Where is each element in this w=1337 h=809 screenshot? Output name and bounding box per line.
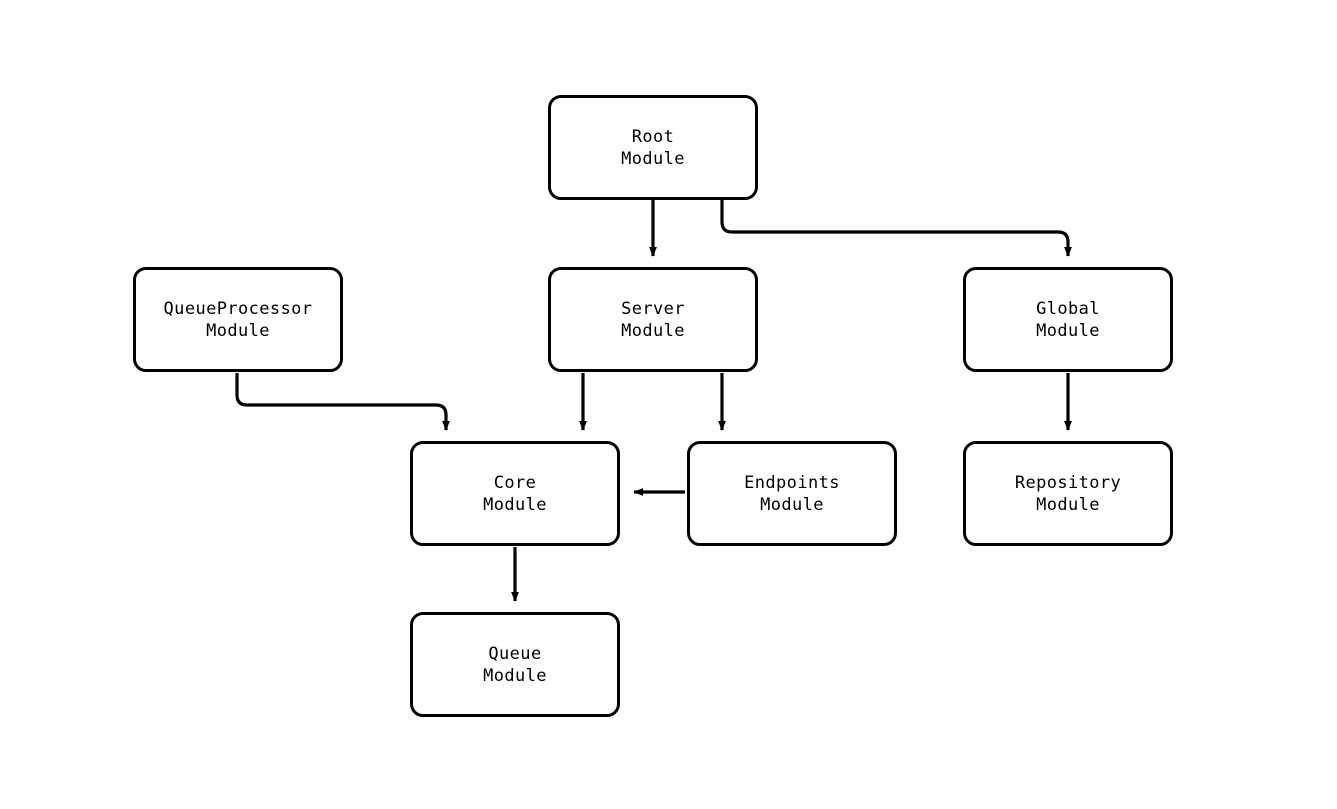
node-endpoints-module-label-line1: Endpoints [744,472,840,493]
node-queueprocessor-module[interactable]: QueueProcessor Module [133,267,343,372]
node-repository-module-label-line1: Repository [1014,472,1122,493]
node-core-module-label-line2: Module [483,494,547,515]
node-endpoints-module-label-line2: Module [760,494,824,515]
node-queue-module-label-line2: Module [483,665,547,686]
node-core-module[interactable]: Core Module [410,441,620,546]
node-core-module-label-line1: Core [493,472,537,493]
node-server-module[interactable]: Server Module [548,267,758,372]
node-server-module-label-line2: Module [621,320,685,341]
node-repository-module-label-line2: Module [1036,494,1100,515]
edge-root-global [720,198,1072,257]
node-root-module-label-line1: Root [631,126,675,147]
node-global-module-label-line1: Global [1036,298,1100,319]
edge-queueprocessor-core [235,373,450,431]
node-root-module[interactable]: Root Module [548,95,758,200]
node-queue-module[interactable]: Queue Module [410,612,620,717]
node-global-module[interactable]: Global Module [963,267,1173,372]
node-global-module-label-line2: Module [1036,320,1100,341]
node-queueprocessor-module-label-line1: QueueProcessor [163,298,313,319]
node-queueprocessor-module-label-line2: Module [206,320,270,341]
node-repository-module[interactable]: Repository Module [963,441,1173,546]
node-queue-module-label-line1: Queue [488,643,542,664]
node-endpoints-module[interactable]: Endpoints Module [687,441,897,546]
node-root-module-label-line2: Module [621,148,685,169]
node-server-module-label-line1: Server [621,298,685,319]
